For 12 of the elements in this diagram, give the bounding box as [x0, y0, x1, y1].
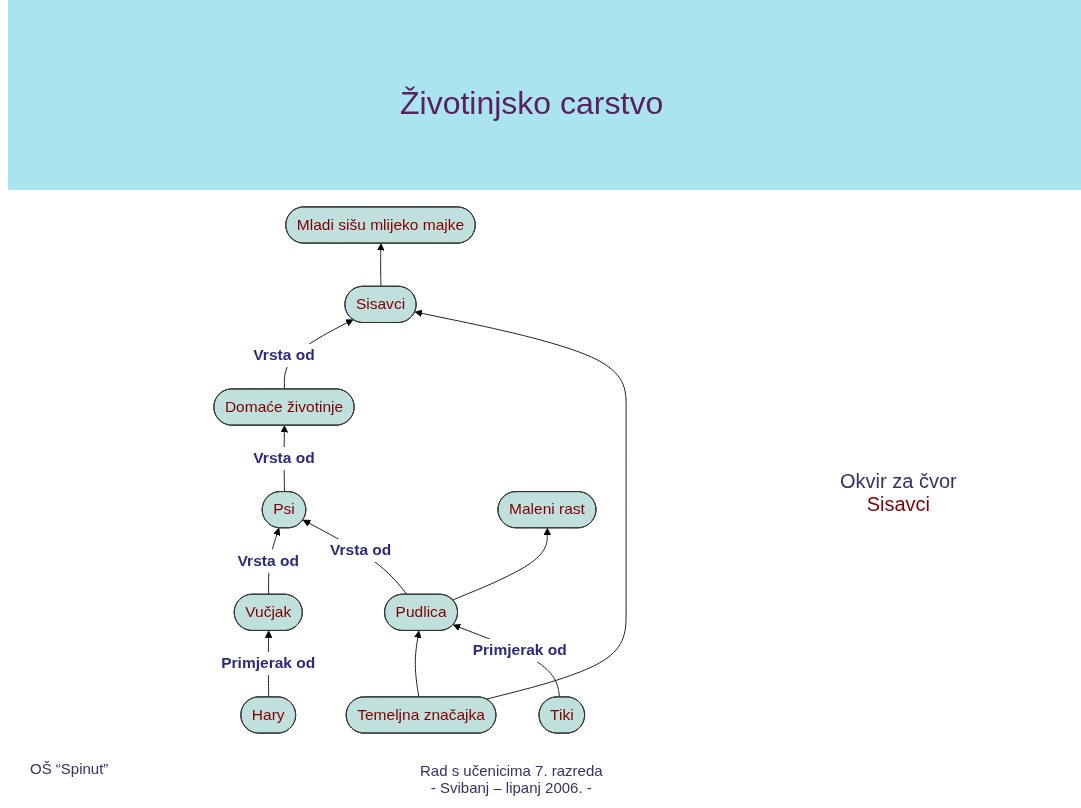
edge-label: Vrsta od	[253, 346, 315, 364]
school-name: OŠ “Spinut”	[30, 760, 109, 777]
edge-label: Vrsta od	[237, 551, 299, 570]
edge-label: Primjerak od	[472, 641, 567, 659]
edge-label: Vrsta od	[330, 541, 392, 559]
edge-label: Vrsta od	[253, 449, 315, 467]
callout-text: Okvir za čvor	[840, 470, 957, 493]
footer-note: Rad s učenicima 7. razreda	[420, 762, 603, 779]
footer-note: - Svibanj – lipanj 2006. -	[429, 779, 593, 796]
callout-text: Sisavci	[865, 493, 931, 516]
title: Životinjsko carstvo	[400, 85, 664, 122]
edge-label: Primjerak od	[221, 654, 316, 672]
